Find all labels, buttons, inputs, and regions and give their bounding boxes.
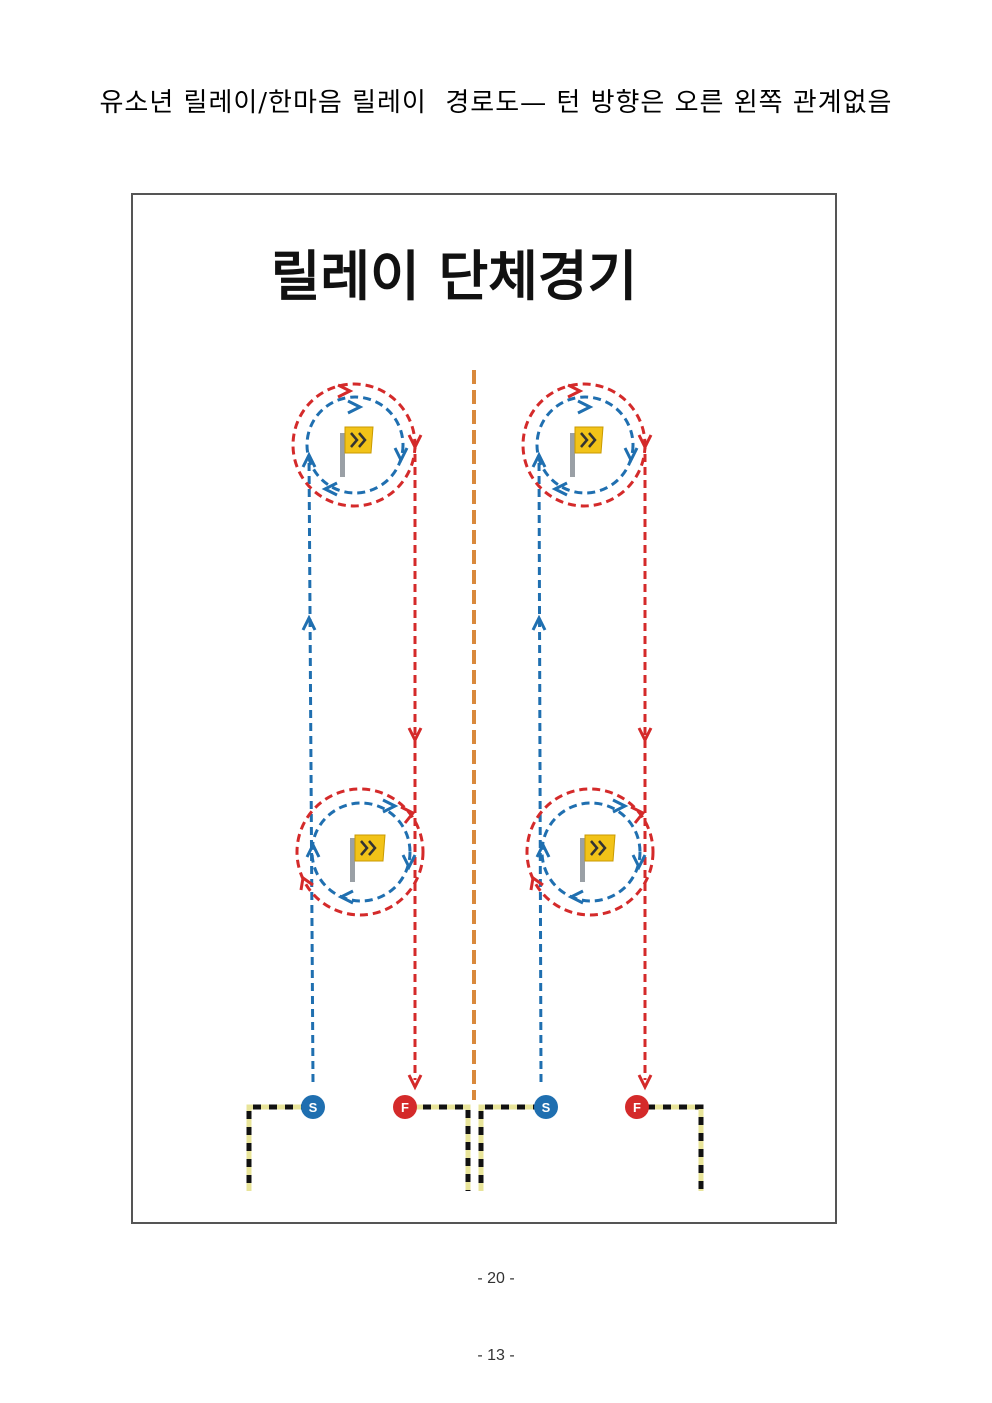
flag-cone-icon [570, 426, 604, 477]
turn-arrow-red [299, 875, 314, 891]
start-marker: S [534, 1095, 558, 1119]
turn-circle-blue [305, 395, 405, 495]
svg-text:F: F [633, 1100, 641, 1115]
turn-arrow-blue [577, 399, 594, 415]
finish-marker: F [625, 1095, 649, 1119]
finish-box-line [415, 1104, 471, 1191]
turn-arrow-red [407, 434, 423, 451]
turn-circle-red [295, 787, 425, 917]
turn-arrow-red [529, 875, 544, 891]
turn-arrow-red [337, 383, 354, 399]
start-box-line [246, 1104, 313, 1191]
return-arrow [407, 1074, 423, 1091]
turn-circle-red [525, 787, 655, 917]
page-number-outer: - 13 - [477, 1347, 515, 1364]
svg-text:F: F [401, 1100, 409, 1115]
outbound-path [537, 454, 543, 1083]
return-arrow [637, 727, 653, 744]
finish-box-line [415, 1104, 471, 1191]
turn-arrow-blue [623, 447, 639, 464]
turn-arrow-red [400, 805, 416, 824]
turn-arrow-blue [301, 451, 317, 468]
turn-arrow-blue [321, 481, 338, 497]
start-box-line [246, 1104, 313, 1191]
turn-arrow-blue [631, 854, 647, 871]
turn-arrow-blue [535, 841, 551, 858]
flag-cone-icon [580, 834, 616, 882]
turn-arrow-blue [531, 451, 547, 468]
diagram-title: 릴레이 단체경기 [271, 245, 638, 308]
turn-circle-blue [535, 395, 635, 495]
outbound-arrow [531, 614, 547, 631]
page-number-inner: - 20 - [477, 1270, 515, 1287]
outbound-arrow [301, 614, 317, 631]
turn-arrow-red [630, 805, 646, 824]
start-box-line [478, 1104, 541, 1191]
outbound-path [307, 454, 315, 1083]
turn-circle-blue [310, 801, 412, 903]
lane-right: S F [478, 382, 704, 1191]
turn-arrow-red [637, 434, 653, 451]
turn-arrow-blue [382, 798, 399, 814]
relay-diagram-figure: 릴레이 단체경기 [131, 193, 837, 1224]
flag-cone-icon [340, 426, 374, 477]
turn-arrow-blue [401, 854, 417, 871]
start-box-line [478, 1104, 541, 1191]
svg-text:S: S [309, 1100, 318, 1115]
turn-arrow-blue [305, 841, 321, 858]
turn-arrow-blue [393, 447, 409, 464]
return-arrow [637, 1074, 653, 1091]
turn-arrow-blue [612, 798, 629, 814]
lane-left: S F [246, 382, 471, 1191]
flag-cone-icon [350, 834, 386, 882]
turn-circle-blue [540, 801, 642, 903]
svg-text:S: S [542, 1100, 551, 1115]
turn-arrow-blue [567, 889, 584, 905]
turn-arrow-blue [551, 481, 568, 497]
relay-diagram: 릴레이 단체경기 [246, 245, 704, 1191]
turn-arrow-blue [337, 889, 354, 905]
finish-box-line [639, 1104, 704, 1191]
start-marker: S [301, 1095, 325, 1119]
finish-marker: F [393, 1095, 417, 1119]
turn-arrow-blue [347, 399, 364, 415]
return-arrow [407, 727, 423, 744]
finish-box-line [639, 1104, 704, 1191]
page-heading: 유소년 릴레이/한마음 릴레이 경로도— 턴 방향은 오른 왼쪽 관계없음 [99, 88, 893, 118]
turn-arrow-red [567, 383, 584, 399]
